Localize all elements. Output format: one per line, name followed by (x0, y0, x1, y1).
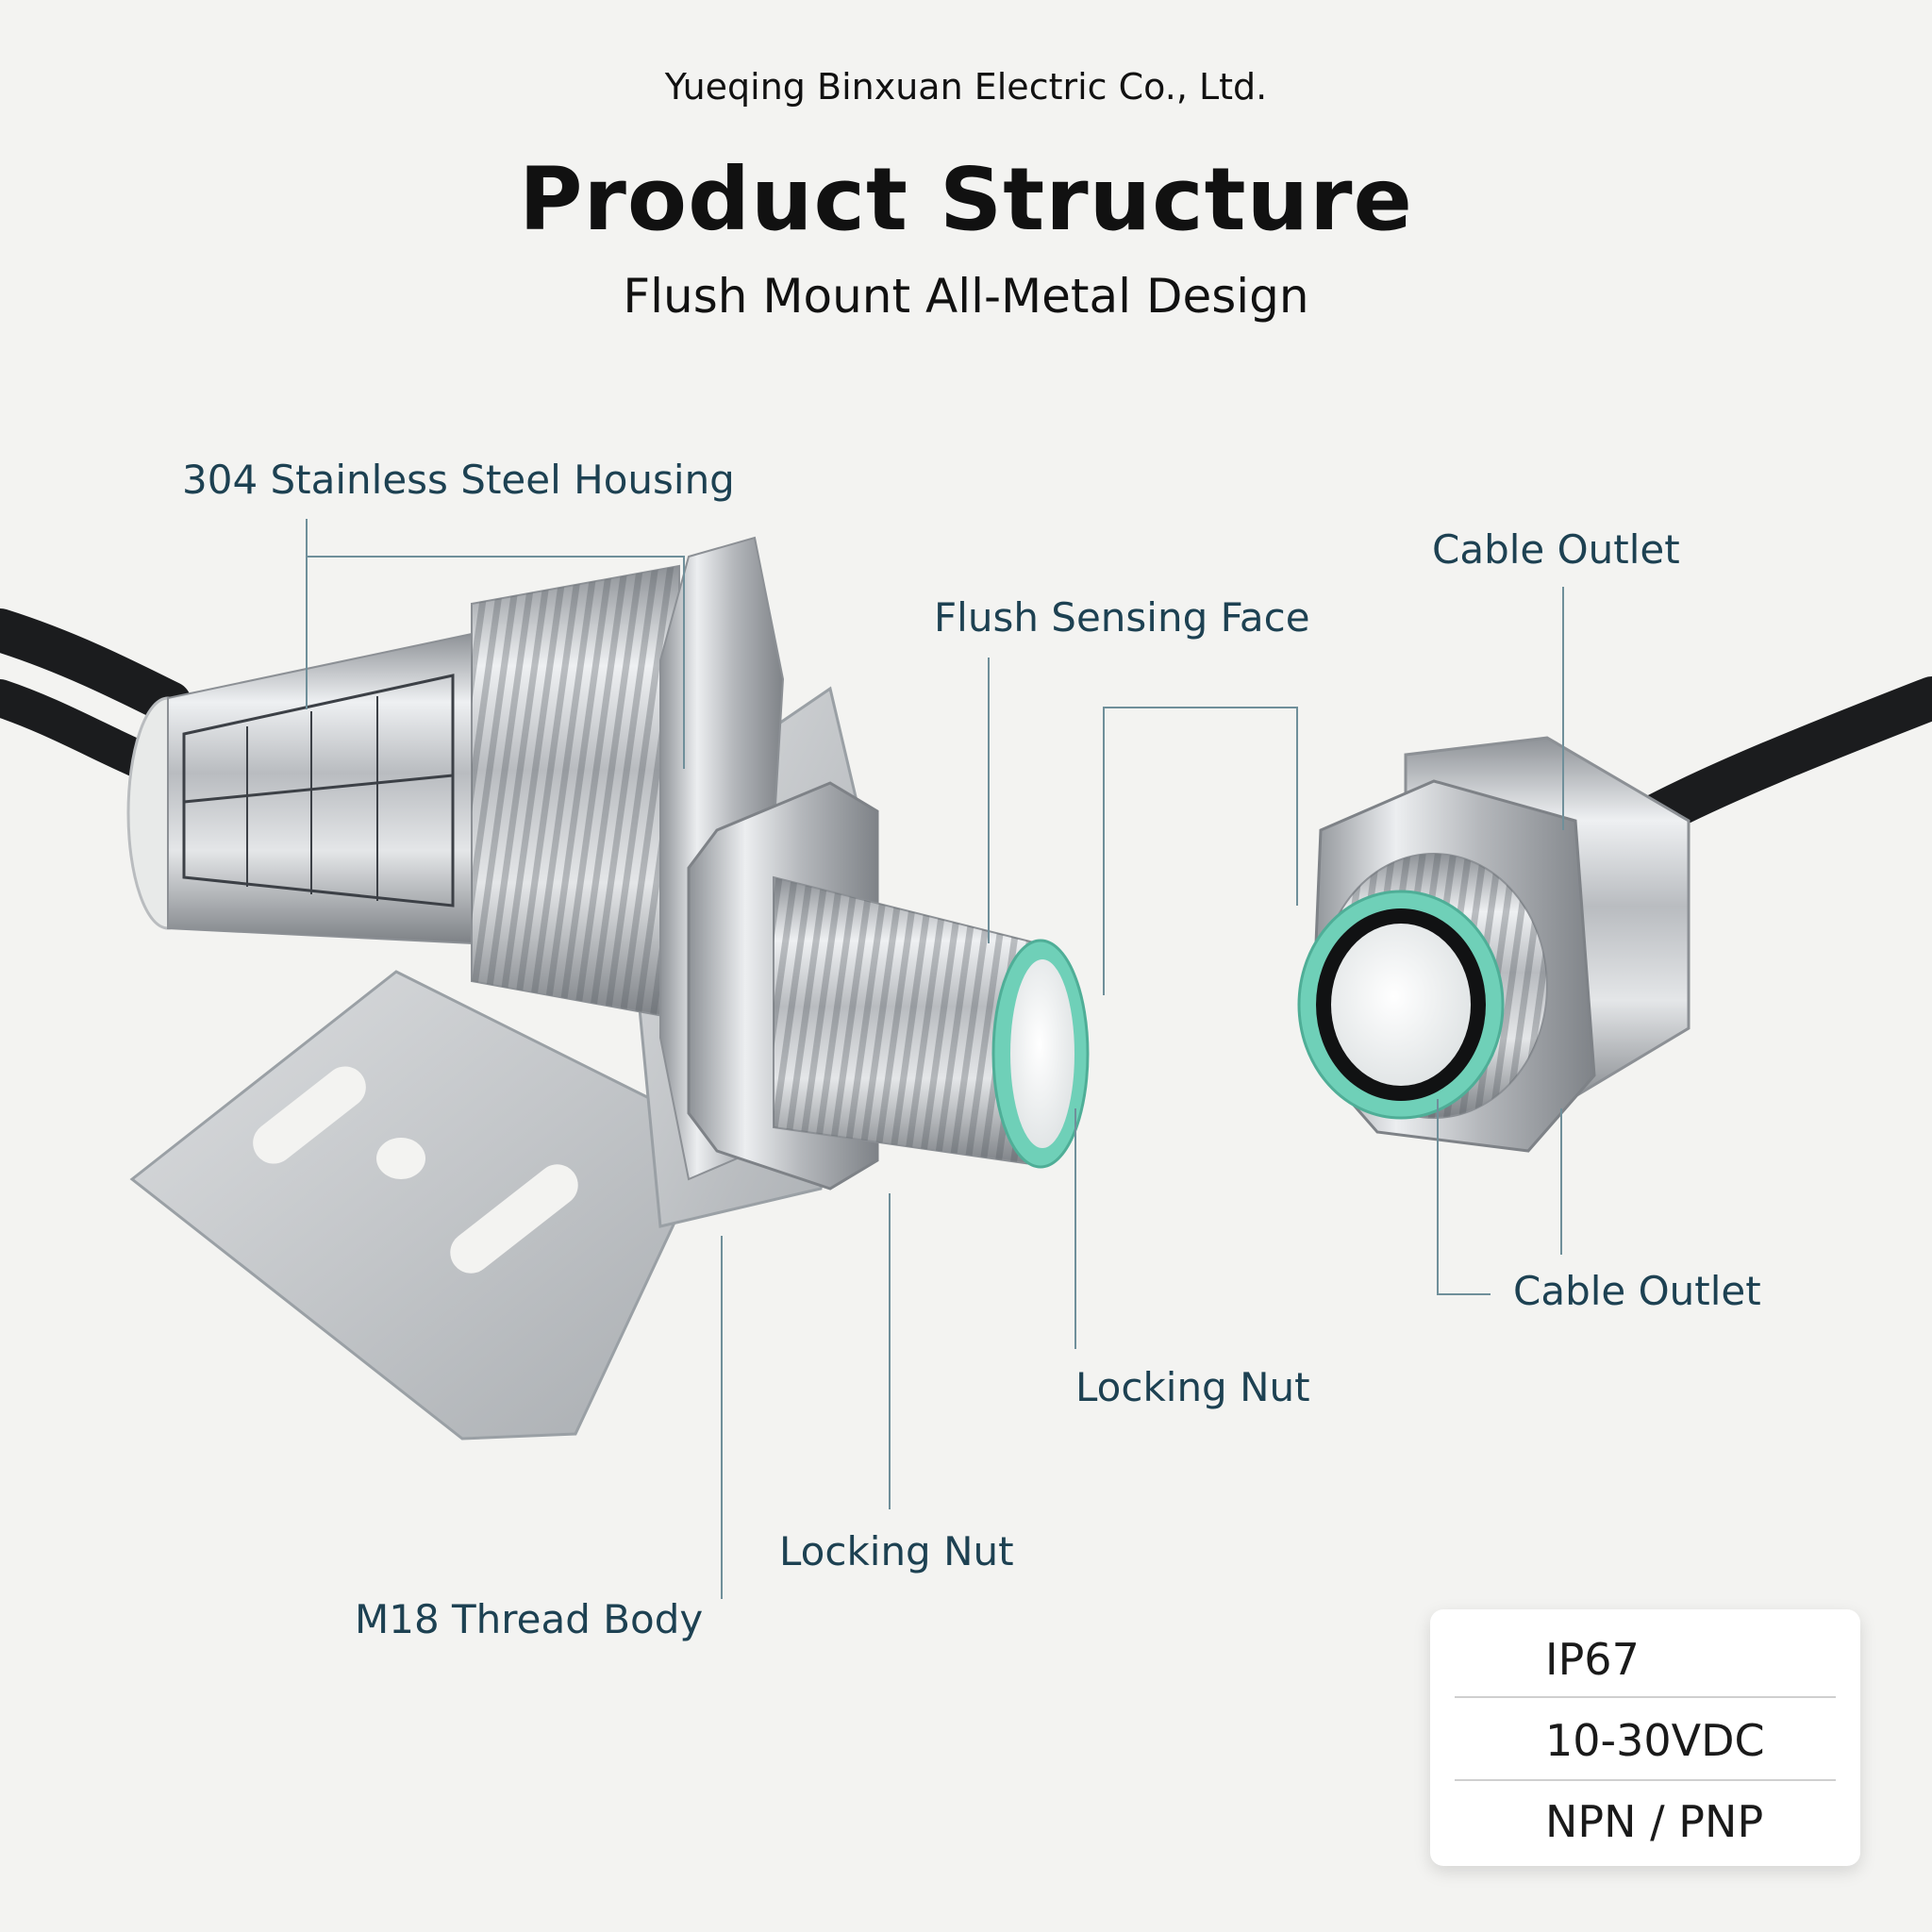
right-sensor (1297, 676, 1932, 1153)
label-cable-outlet-top: Cable Outlet (1432, 526, 1680, 573)
leader-cable-outlet-bottom (1437, 1099, 1491, 1295)
front-thread-barrel (773, 875, 1039, 1167)
leader-sensing-face-bracket (1103, 707, 1298, 995)
flush-sensing-face (991, 939, 1090, 1169)
label-thread-body: M18 Thread Body (355, 1596, 704, 1642)
leader-housing (306, 519, 685, 769)
label-locking-nut-left: Locking Nut (779, 1528, 1014, 1574)
page-title: Product Structure (519, 149, 1413, 250)
leader-lines (306, 519, 1564, 1599)
thread-body-rear (471, 564, 680, 1021)
spec-card: IP67 10-30VDC NPN / PNP (1430, 1609, 1860, 1866)
spec-ip-rating: IP67 (1545, 1634, 1640, 1685)
page-subtitle: Flush Mount All-Metal Design (623, 269, 1309, 324)
label-sensing-face: Flush Sensing Face (934, 594, 1310, 641)
label-locking-nut-right: Locking Nut (1075, 1364, 1310, 1410)
label-cable-outlet-bottom: Cable Outlet (1513, 1268, 1761, 1314)
spec-voltage: 10-30VDC (1545, 1715, 1765, 1766)
label-housing: 304 Stainless Steel Housing (182, 457, 735, 503)
spec-output-type: NPN / PNP (1545, 1796, 1764, 1847)
company-name: Yueqing Binxuan Electric Co., Ltd. (664, 66, 1268, 108)
spec-divider (1455, 1696, 1836, 1698)
spec-divider (1455, 1779, 1836, 1781)
stainless-housing (126, 632, 473, 945)
